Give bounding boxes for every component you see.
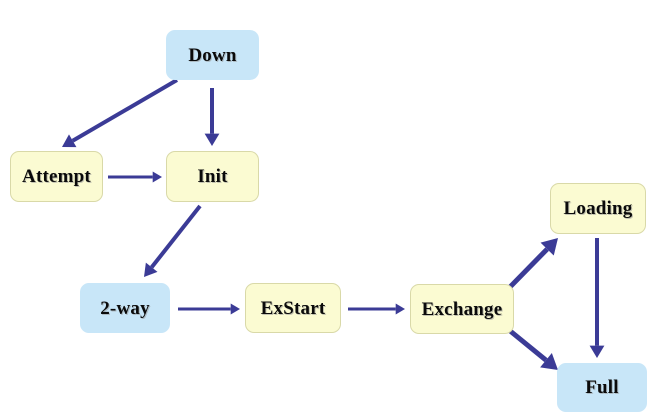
- transition-arrow-attempt-init: [108, 171, 162, 183]
- state-node-down[interactable]: Down: [166, 30, 259, 80]
- state-node-label: 2-way: [100, 297, 150, 319]
- state-node-label: Init: [197, 166, 228, 187]
- state-node-twoway[interactable]: 2-way: [80, 283, 170, 333]
- state-node-loading[interactable]: Loading: [550, 183, 646, 234]
- transition-arrow-exchange-full: [507, 328, 558, 370]
- state-node-full[interactable]: Full: [557, 363, 647, 412]
- state-node-label: Exchange: [421, 298, 503, 320]
- state-node-exstart[interactable]: ExStart: [245, 283, 341, 333]
- transition-arrow-exchange-loading: [507, 238, 558, 290]
- state-node-init[interactable]: Init: [166, 151, 259, 202]
- state-node-label: ExStart: [260, 297, 326, 319]
- transition-arrow-init-twoway: [144, 204, 202, 277]
- state-node-attempt[interactable]: Attempt: [10, 151, 103, 202]
- state-node-label: Down: [188, 44, 237, 66]
- transition-arrow-exstart-exchange: [348, 303, 405, 315]
- transition-arrow-down-attempt: [62, 78, 179, 148]
- state-node-label: Attempt: [22, 166, 91, 187]
- transition-arrow-twoway-exstart: [178, 303, 240, 315]
- transition-arrow-down-init: [204, 88, 220, 146]
- state-node-label: Loading: [563, 198, 633, 219]
- transition-arrow-loading-full: [589, 238, 605, 358]
- state-node-label: Full: [585, 377, 619, 398]
- state-node-exchange[interactable]: Exchange: [410, 284, 514, 334]
